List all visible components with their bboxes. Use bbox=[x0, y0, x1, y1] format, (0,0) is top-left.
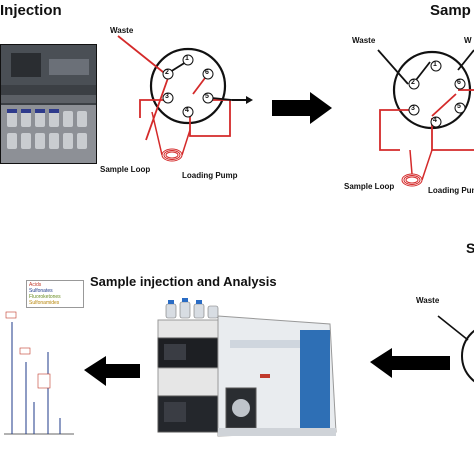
right-loading-pump-label: Loading Pump bbox=[428, 186, 474, 195]
chromatogram-plot bbox=[4, 311, 74, 435]
right-port-5: 5 bbox=[457, 103, 461, 110]
left-loading-pump-label: Loading Pump bbox=[182, 171, 238, 180]
right-port-3: 3 bbox=[411, 105, 415, 112]
legend-sulfonates: Sulfonates bbox=[29, 288, 53, 294]
legend-sulfonamides: Sulfonamides bbox=[29, 300, 60, 306]
right-port-4: 4 bbox=[433, 117, 437, 124]
left-sample-loop-label: Sample Loop bbox=[100, 165, 151, 174]
left-port-1: 1 bbox=[185, 55, 189, 62]
left-port-2: 2 bbox=[165, 69, 169, 76]
left-port-5: 5 bbox=[205, 93, 209, 100]
left-port-4: 4 bbox=[185, 107, 189, 114]
title-sample-injection-analysis: Sample injection and Analysis bbox=[90, 274, 277, 289]
right-port-1: 1 bbox=[433, 61, 437, 68]
left-port-3: 3 bbox=[165, 93, 169, 100]
chromatogram: Acids Sulfonates Fluoroketones Sulfonami… bbox=[0, 280, 84, 442]
title-sample-cut: Samp bbox=[430, 2, 471, 19]
right-waste-cut-label: W bbox=[464, 36, 472, 45]
right-port-2: 2 bbox=[411, 79, 415, 86]
legend-fluoroketones: Fluoroketones bbox=[29, 294, 61, 300]
right-waste-label: Waste bbox=[352, 36, 376, 45]
autosampler-drawing bbox=[1, 45, 96, 163]
autosampler-photo bbox=[0, 44, 97, 164]
bottom-waste-label: Waste bbox=[416, 296, 440, 305]
left-port-6: 6 bbox=[205, 69, 209, 76]
right-sample-loop-label: Sample Loop bbox=[344, 182, 395, 191]
left-waste-label: Waste bbox=[110, 26, 134, 35]
right-port-6: 6 bbox=[457, 79, 461, 86]
title-s-cut: S bbox=[466, 240, 474, 256]
chromatogram-legend: Acids Sulfonates Fluoroketones Sulfonami… bbox=[26, 280, 84, 308]
title-injection: Injection bbox=[0, 2, 62, 19]
legend-acids: Acids bbox=[29, 282, 42, 288]
